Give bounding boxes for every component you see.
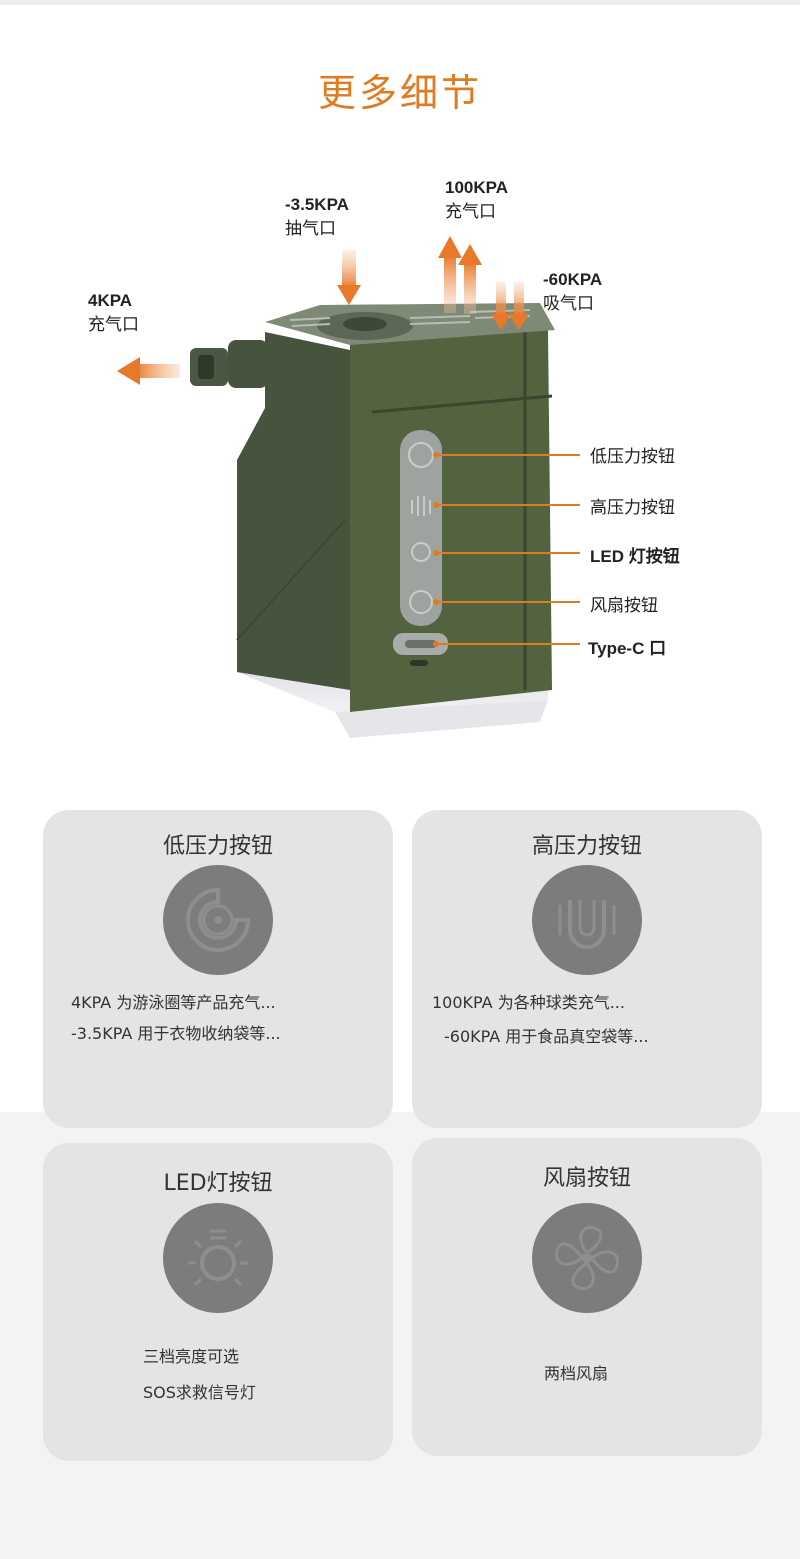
turbine-icon [163, 865, 273, 975]
product-diagram: 4KPA 充气口 -3.5KPA 抽气口 100KPA 充气口 -60KPA 吸… [0, 160, 800, 760]
card-line: 三档亮度可选 [143, 1347, 240, 1366]
callout-type-c: Type-C 口 [588, 639, 667, 658]
pressure-u-icon [532, 865, 642, 975]
inflow-arrows-top-right [491, 282, 529, 330]
bulb-icon [163, 1203, 273, 1313]
card-title: 低压力按钮 [162, 834, 273, 859]
top-strip [0, 0, 800, 5]
port-label-left: 4KPA 充气口 [88, 288, 139, 338]
port-left-name: 充气口 [88, 315, 139, 335]
card-line: -60KPA 用于食品真空袋等... [444, 1027, 649, 1046]
inflow-arrow-top-left [337, 250, 361, 305]
port-top-right-name: 吸气口 [543, 294, 594, 314]
card-fan: 风扇按钮 两档风扇 [412, 1138, 762, 1456]
card-title: LED灯按钮 [163, 1171, 273, 1196]
callout-low-pressure: 低压力按钮 [590, 447, 675, 467]
card-line: 100KPA 为各种球类充气... [432, 993, 625, 1012]
port-label-top-center: 100KPA 充气口 [445, 175, 508, 225]
port-label-top-right: -60KPA 吸气口 [543, 267, 602, 317]
outflow-arrow-left [117, 357, 180, 385]
card-high-pressure: 高压力按钮 100KPA 为各种球类充气... -60KPA 用于食品真空袋等.… [412, 810, 762, 1128]
port-label-top-left: -3.5KPA 抽气口 [285, 192, 349, 242]
callout-fan: 风扇按钮 [590, 596, 658, 616]
callout-led: LED 灯按钮 [590, 547, 680, 566]
card-line: 4KPA 为游泳圈等产品充气... [71, 993, 276, 1012]
card-title: 高压力按钮 [531, 834, 642, 859]
fan-icon [532, 1203, 642, 1313]
outflow-arrows-top-center [438, 236, 482, 314]
port-top-left-name: 抽气口 [285, 219, 336, 239]
card-led: LED灯按钮 三档亮度可选 SOS求救信号灯 [43, 1143, 393, 1461]
port-top-center-name: 充气口 [445, 202, 496, 222]
card-low-pressure: 低压力按钮 4KPA 为游泳圈等产品充气... -3.5KPA 用于衣物收纳袋等… [43, 810, 393, 1128]
port-top-right-value: -60KPA [543, 270, 603, 289]
device-illustration [117, 236, 580, 738]
card-line: -3.5KPA 用于衣物收纳袋等... [71, 1024, 281, 1043]
card-line: SOS求救信号灯 [143, 1383, 256, 1402]
port-top-left-value: -3.5KPA [285, 195, 349, 214]
port-left-value: 4KPA [88, 291, 133, 310]
card-line: 两档风扇 [544, 1364, 609, 1383]
page-title: 更多细节 [317, 71, 482, 115]
port-top-center-value: 100KPA [445, 178, 508, 197]
card-title: 风扇按钮 [542, 1166, 631, 1191]
callout-high-pressure: 高压力按钮 [590, 498, 675, 518]
